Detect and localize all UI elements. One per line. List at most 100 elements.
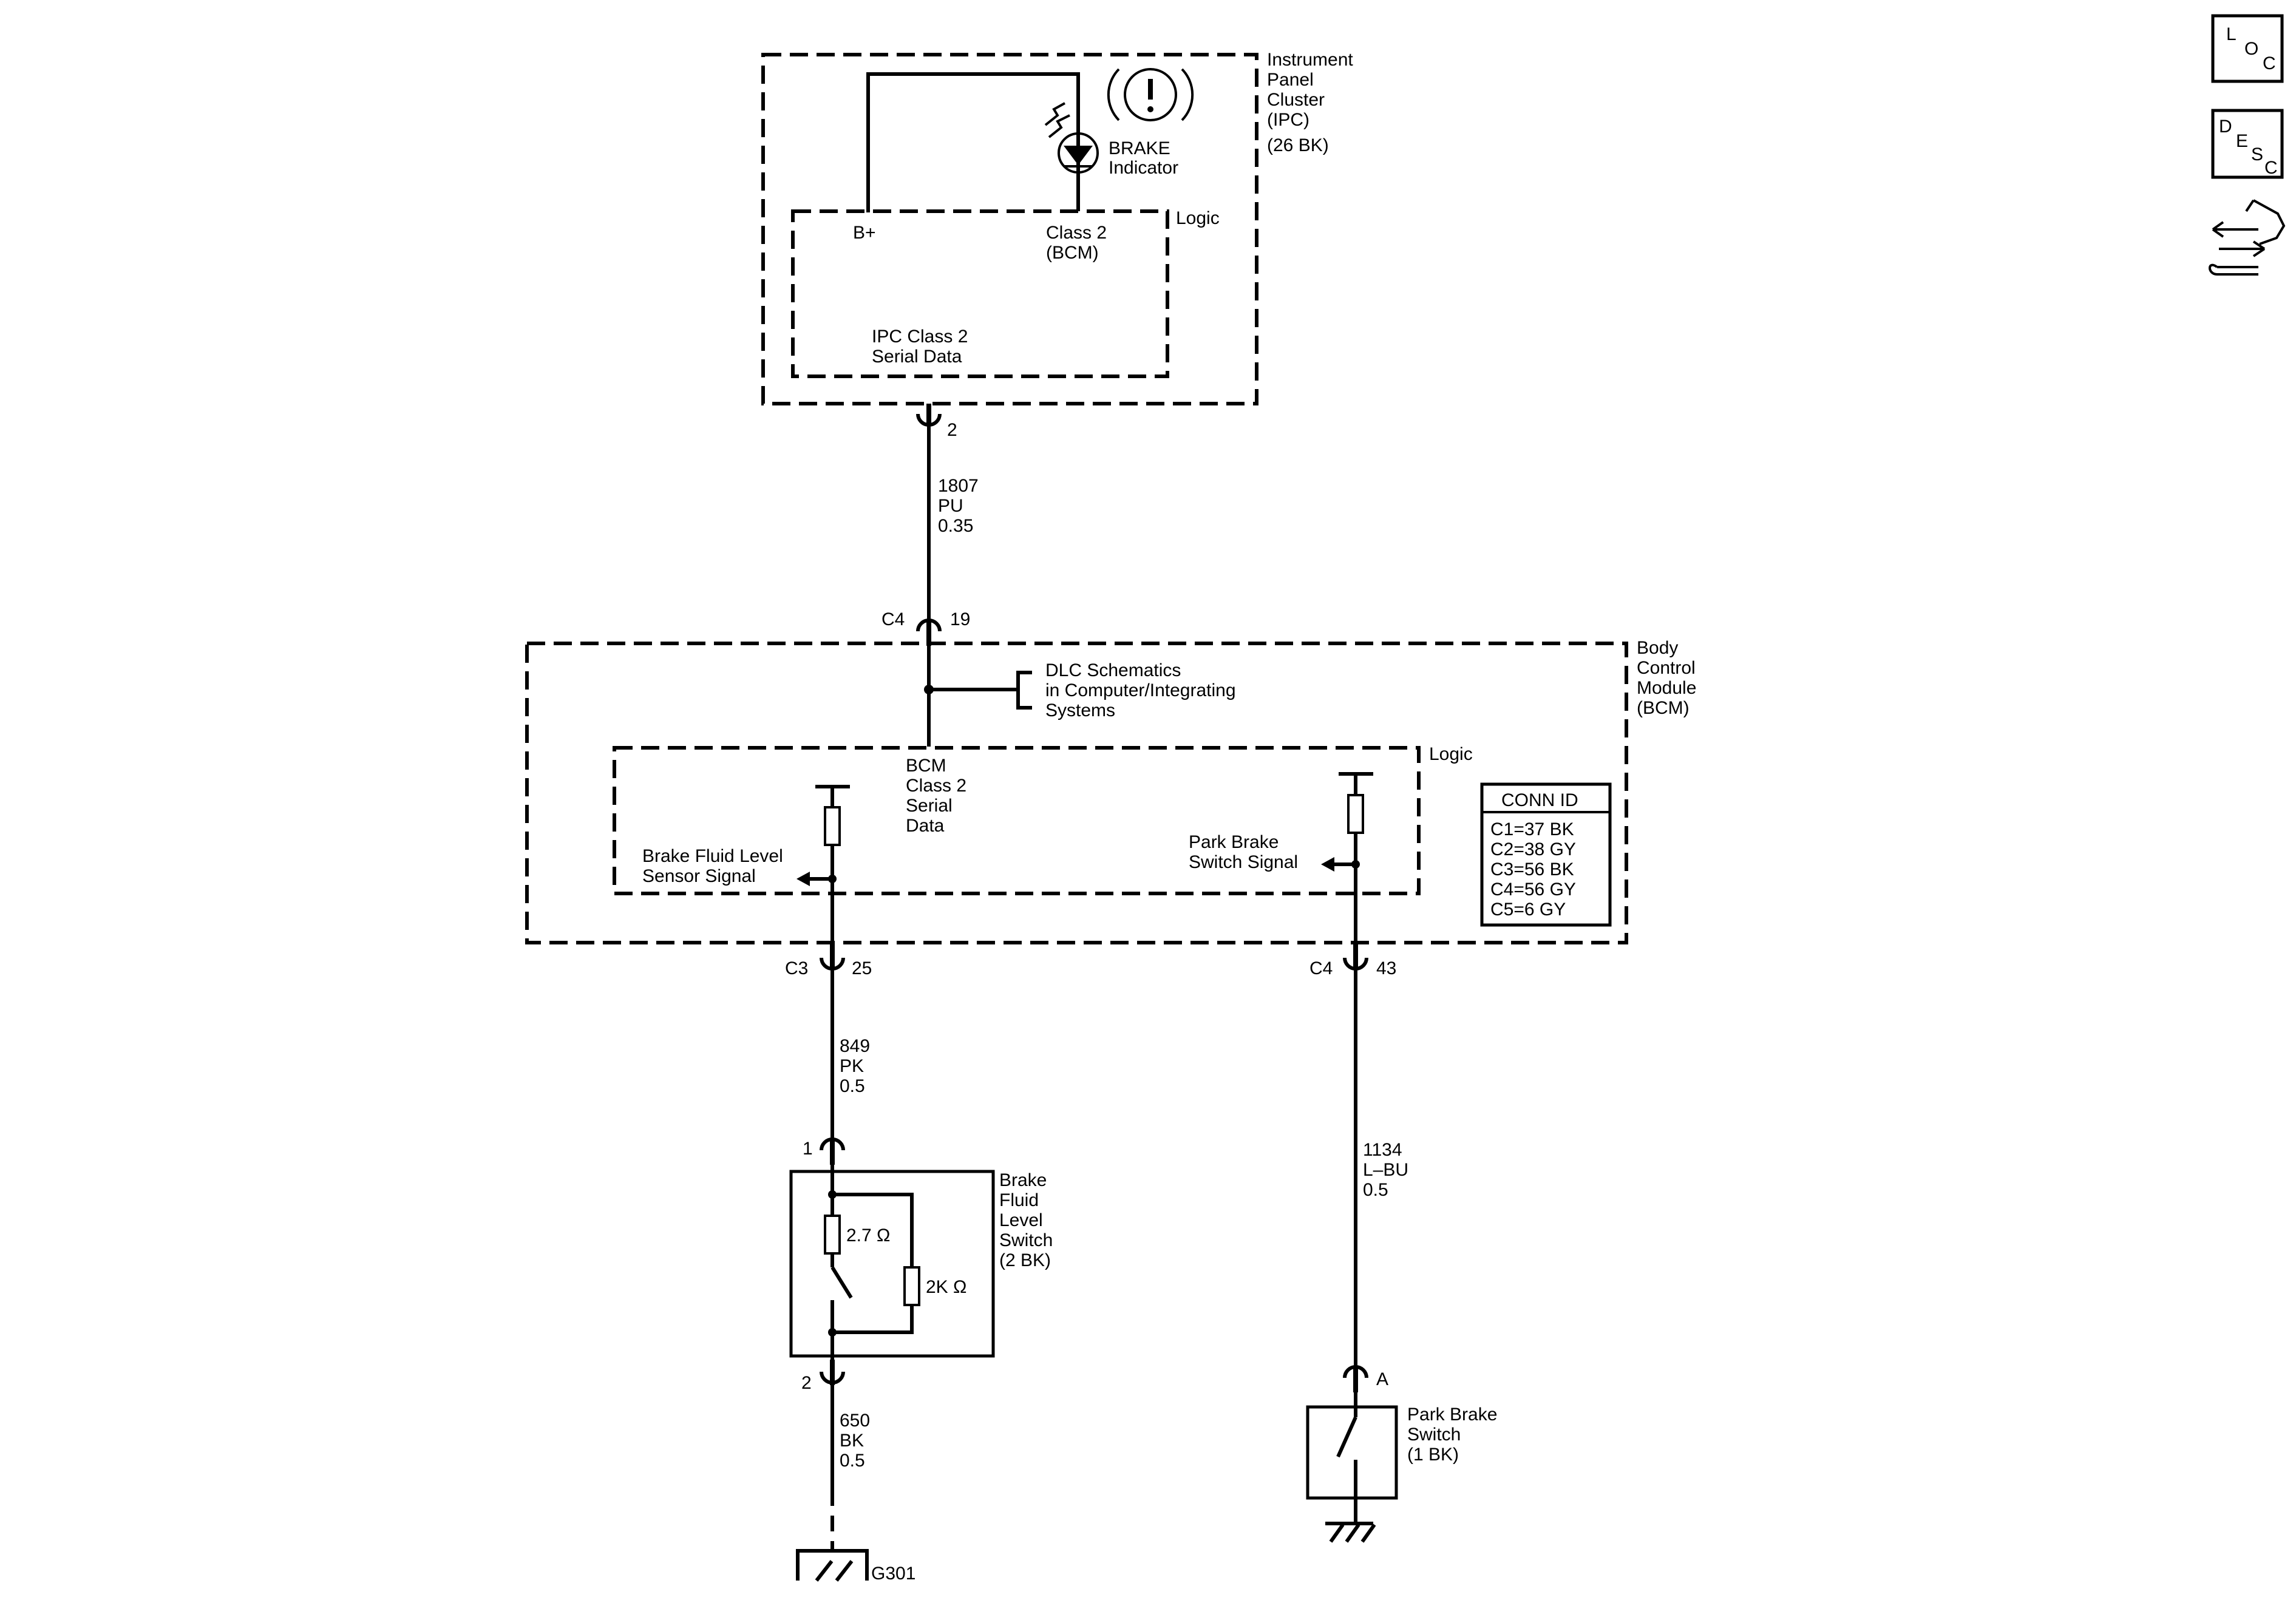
wire-1807-label: 1807 PU 0.35 xyxy=(938,476,979,536)
bcm-connector-c4-19[interactable] xyxy=(916,619,942,646)
connector-repair-icon[interactable] xyxy=(2209,199,2286,276)
ground-g301-icon xyxy=(796,1549,869,1582)
loc-button[interactable]: L O C xyxy=(2211,14,2284,83)
loc-letter-l: L xyxy=(2226,24,2237,44)
svg-text:Switch: Switch xyxy=(999,1230,1053,1250)
desc-letter-c: C xyxy=(2264,158,2278,178)
resistor-2k-ohm xyxy=(903,1266,920,1306)
svg-text:Indicator: Indicator xyxy=(1109,158,1178,178)
bcm-pin-top-label: 19 xyxy=(950,609,970,629)
svg-text:Park Brake: Park Brake xyxy=(1407,1405,1497,1425)
bcm-pin-left-label: 25 xyxy=(852,958,872,978)
ipc-name-label: Instrument Panel Cluster (IPC) (26 BK) xyxy=(1267,50,1353,155)
svg-text:Serial: Serial xyxy=(906,796,953,816)
conn-id-row: C1=37 BK xyxy=(1490,819,1574,839)
desc-letter-d: D xyxy=(2219,117,2232,137)
fluid-signal-arrow-icon xyxy=(796,872,810,886)
bcm-module: Body Control Module (BCM) DLC Schematics… xyxy=(525,638,1696,947)
svg-text:DLC Schematics: DLC Schematics xyxy=(1045,660,1181,680)
svg-text:PK: PK xyxy=(840,1056,864,1076)
bcm-logic-box xyxy=(613,746,1421,895)
fluid-switch-contact xyxy=(830,1266,853,1299)
brake-fluid-level-switch xyxy=(789,1164,995,1372)
svg-text:Switch: Switch xyxy=(1407,1425,1461,1445)
svg-text:Cluster: Cluster xyxy=(1267,90,1325,110)
svg-text:in Computer/Integrating: in Computer/Integrating xyxy=(1045,680,1236,700)
ipc-class2-label: Class 2 xyxy=(1046,223,1107,243)
resistor-2-7-ohm xyxy=(824,1215,841,1255)
svg-text:0.5: 0.5 xyxy=(840,1076,865,1096)
svg-text:0.35: 0.35 xyxy=(938,516,973,536)
fluid-switch-pin-bottom-label: 2 xyxy=(801,1373,812,1393)
svg-text:Control: Control xyxy=(1637,658,1696,678)
conn-id-row: C4=56 GY xyxy=(1490,879,1576,900)
ipc-bplus-label: B+ xyxy=(853,223,876,243)
svg-text:Panel: Panel xyxy=(1267,70,1314,90)
park-switch-pullup xyxy=(1321,772,1373,947)
svg-text:(BCM): (BCM) xyxy=(1637,698,1690,718)
svg-text:0.5: 0.5 xyxy=(1363,1180,1388,1200)
svg-text:Sensor Signal: Sensor Signal xyxy=(642,866,756,886)
conn-id-row: C2=38 GY xyxy=(1490,839,1576,859)
svg-text:Class 2: Class 2 xyxy=(906,776,966,796)
resistor-2-7-label: 2.7 Ω xyxy=(846,1225,890,1246)
svg-text:(1 BK): (1 BK) xyxy=(1407,1445,1459,1465)
svg-text:(2 BK): (2 BK) xyxy=(999,1250,1051,1270)
park-switch-contact xyxy=(1336,1416,1357,1458)
bcm-serial-data-label: BCM Class 2 Serial Data xyxy=(906,756,966,836)
ipc-module: Instrument Panel Cluster (IPC) (26 BK) L… xyxy=(761,50,1353,405)
svg-text:Systems: Systems xyxy=(1045,700,1115,720)
svg-text:Brake: Brake xyxy=(999,1170,1047,1190)
park-signal-arrow-icon xyxy=(1321,857,1334,872)
bcm-conn-right-label: C4 xyxy=(1309,958,1333,978)
svg-text:(IPC): (IPC) xyxy=(1267,110,1309,130)
svg-text:0.5: 0.5 xyxy=(840,1451,865,1471)
bcm-connector-c3-25[interactable] xyxy=(820,944,845,971)
svg-text:Data: Data xyxy=(906,816,945,836)
park-signal-label: Park Brake xyxy=(1189,832,1279,852)
ground-label: G301 xyxy=(871,1564,915,1584)
svg-text:849: 849 xyxy=(840,1036,870,1056)
bcm-logic-label: Logic xyxy=(1429,744,1473,764)
wire-849-label: 849 PK 0.5 xyxy=(840,1036,870,1096)
dlc-reference-bracket[interactable] xyxy=(1016,671,1032,710)
ipc-serial-data-label: IPC Class 2 xyxy=(872,327,968,347)
desc-button[interactable]: D E S C xyxy=(2211,109,2284,179)
svg-text:Switch Signal: Switch Signal xyxy=(1189,852,1298,872)
svg-text:650: 650 xyxy=(840,1411,870,1431)
svg-text:1134: 1134 xyxy=(1363,1140,1402,1160)
conn-id-row: C3=56 BK xyxy=(1490,859,1574,879)
park-switch-ground-icon xyxy=(1325,1522,1376,1543)
svg-text:Level: Level xyxy=(999,1210,1043,1230)
desc-letter-s: S xyxy=(2251,144,2263,164)
ipc-logic-label: Logic xyxy=(1176,208,1220,228)
desc-letter-e: E xyxy=(2236,131,2248,151)
bcm-connector-c4-43[interactable] xyxy=(1343,944,1368,971)
svg-text:Fluid: Fluid xyxy=(999,1190,1039,1210)
ipc-connector-pin-2[interactable] xyxy=(916,404,942,427)
svg-text:Instrument: Instrument xyxy=(1267,50,1353,70)
svg-text:Serial Data: Serial Data xyxy=(872,347,962,367)
brake-warning-icon xyxy=(1107,68,1194,121)
fluid-switch-connector-pin-1[interactable] xyxy=(820,1137,845,1165)
fluid-switch-pin-top-label: 1 xyxy=(803,1139,813,1159)
svg-text:L–BU: L–BU xyxy=(1363,1160,1408,1180)
bcm-conn-top-label: C4 xyxy=(881,609,905,629)
wire-650-label: 650 BK 0.5 xyxy=(840,1411,870,1471)
loc-letter-o: O xyxy=(2244,39,2258,59)
fluid-signal-label: Brake Fluid Level xyxy=(642,846,783,866)
dlc-schematics-link[interactable]: DLC Schematics in Computer/Integrating S… xyxy=(1045,660,1236,720)
conn-id-header: CONN ID xyxy=(1501,790,1578,810)
ipc-logic-box xyxy=(791,209,1169,378)
svg-text:1807: 1807 xyxy=(938,476,979,496)
brake-indicator-label: BRAKE xyxy=(1109,138,1170,158)
park-switch-connector-pin-a[interactable] xyxy=(1343,1365,1368,1392)
svg-text:(26 BK): (26 BK) xyxy=(1267,135,1329,155)
fluid-switch-connector-pin-2[interactable] xyxy=(820,1360,845,1385)
wire-1134-label: 1134 L–BU 0.5 xyxy=(1363,1140,1408,1200)
park-switch-pin-label: A xyxy=(1376,1369,1388,1389)
conn-id-table: CONN ID C1=37 BK C2=38 GY C3=56 BK C4=56… xyxy=(1480,782,1612,927)
conn-id-row: C5=6 GY xyxy=(1490,900,1566,920)
svg-text:Module: Module xyxy=(1637,678,1696,698)
